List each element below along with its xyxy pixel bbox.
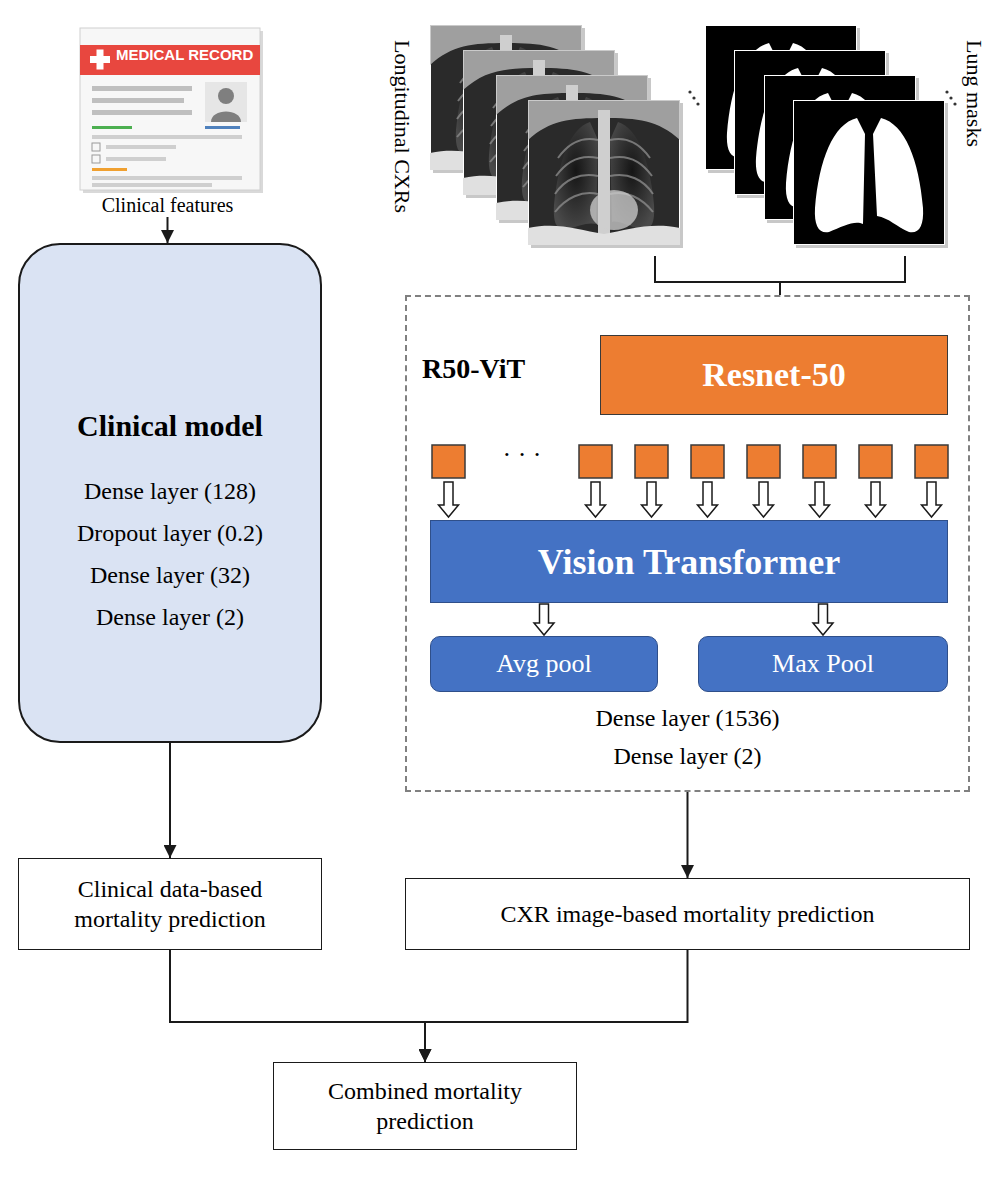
- node-text: Resnet-50: [702, 355, 846, 395]
- medical-record-icon: [80, 28, 263, 193]
- connector: [534, 604, 554, 635]
- connector: [425, 950, 688, 1062]
- node-text: Dense layer (2): [407, 741, 968, 771]
- text-line: [92, 176, 242, 180]
- connector: [167, 217, 169, 243]
- avatar-frame: [205, 82, 247, 122]
- connector: [780, 256, 905, 295]
- output-box: Combined mortality prediction: [273, 1062, 577, 1150]
- output-box: CXR image-based mortality prediction: [405, 878, 970, 950]
- mask-images: [705, 25, 957, 248]
- ellipsis-dot: [692, 96, 695, 99]
- node-text: Longitudinal CXRs: [390, 40, 414, 213]
- connector: [813, 604, 833, 635]
- image-stack: Lung masks: [705, 22, 995, 250]
- model-box: Clinical modelDense layer (128)Dropout l…: [18, 243, 322, 743]
- text-line: [92, 110, 192, 115]
- node-text: Dense layer (1536): [407, 703, 968, 733]
- node-text: CXR image-based mortality prediction: [501, 899, 875, 929]
- hollow-arrow: [642, 482, 662, 517]
- process-box: Vision Transformer: [430, 520, 948, 603]
- node-text: Dropout layer (0.2): [77, 512, 263, 554]
- text-line: [92, 86, 192, 91]
- node-text: R50-ViT: [422, 353, 525, 385]
- hollow-arrow: [922, 482, 942, 517]
- accent-line: [92, 126, 132, 129]
- hollow-arrow: [439, 482, 459, 517]
- hollow-arrow: [586, 482, 606, 517]
- node-text: Max Pool: [772, 649, 874, 679]
- node-text: MEDICAL RECORD: [116, 46, 253, 64]
- paper: [80, 28, 260, 190]
- token-arrows: [439, 482, 942, 517]
- connector: [655, 256, 780, 295]
- token-square: [803, 445, 836, 478]
- mask-image: [793, 100, 945, 245]
- process-box: Resnet-50: [600, 335, 948, 415]
- accent-line: [92, 168, 127, 171]
- ellipsis-dot: [688, 90, 691, 93]
- hollow-arrow: [866, 482, 886, 517]
- pool-box: Max Pool: [698, 636, 948, 692]
- checkbox: [92, 143, 100, 151]
- node-text: Clinical data-based mortality prediction: [33, 874, 307, 934]
- group-box: R50-ViT Dense layer (1536) Dense layer (2)…: [405, 295, 970, 792]
- connector: [170, 950, 425, 1062]
- checkbox: [92, 155, 100, 163]
- node-text: Vision Transformer: [538, 541, 840, 583]
- ellipsis-dot: [953, 102, 956, 105]
- ellipsis-label: · · ·: [468, 440, 576, 470]
- node-text: Combined mortality prediction: [288, 1076, 562, 1136]
- record-icon: MEDICAL RECORD Clinical features: [70, 25, 265, 217]
- text-line: [106, 145, 176, 149]
- connector: [169, 743, 171, 858]
- node-text: Dense layer (32): [90, 554, 250, 596]
- hollow-arrow: [754, 482, 774, 517]
- accent-line: [205, 126, 240, 129]
- text-line: [92, 135, 242, 139]
- token-square: [859, 445, 892, 478]
- token-square: [915, 445, 948, 478]
- cxr-image: [528, 100, 680, 245]
- hollow-arrow: [698, 482, 718, 517]
- avatar-body: [211, 112, 241, 123]
- text-line: [92, 98, 184, 103]
- ellipsis-dot: [696, 102, 699, 105]
- node-text: Lung masks: [962, 40, 986, 147]
- output-box: Clinical data-based mortality prediction: [18, 858, 322, 950]
- avatar-head: [218, 88, 234, 104]
- ellipsis-dot: [949, 96, 952, 99]
- header-bar: [80, 45, 260, 75]
- token-square: [432, 445, 465, 478]
- connector: [687, 792, 689, 878]
- pool-box: Avg pool: [430, 636, 658, 692]
- hollow-arrow: [810, 482, 830, 517]
- token-square: [747, 445, 780, 478]
- node-text: Avg pool: [496, 649, 592, 679]
- image-stack: Longitudinal CXRs: [390, 22, 682, 250]
- cxr-images: [430, 25, 700, 248]
- text-line: [92, 183, 212, 187]
- node-text: Dense layer (128): [84, 470, 256, 512]
- node-text: Clinical features: [70, 193, 265, 217]
- token-square: [691, 445, 724, 478]
- cross: [97, 50, 104, 70]
- node-text: Dense layer (2): [96, 596, 244, 638]
- token-square: [579, 445, 612, 478]
- ellipsis-dot: [945, 90, 948, 93]
- text-line: [106, 157, 166, 161]
- node-text: Clinical model: [77, 408, 263, 444]
- token-square: [635, 445, 668, 478]
